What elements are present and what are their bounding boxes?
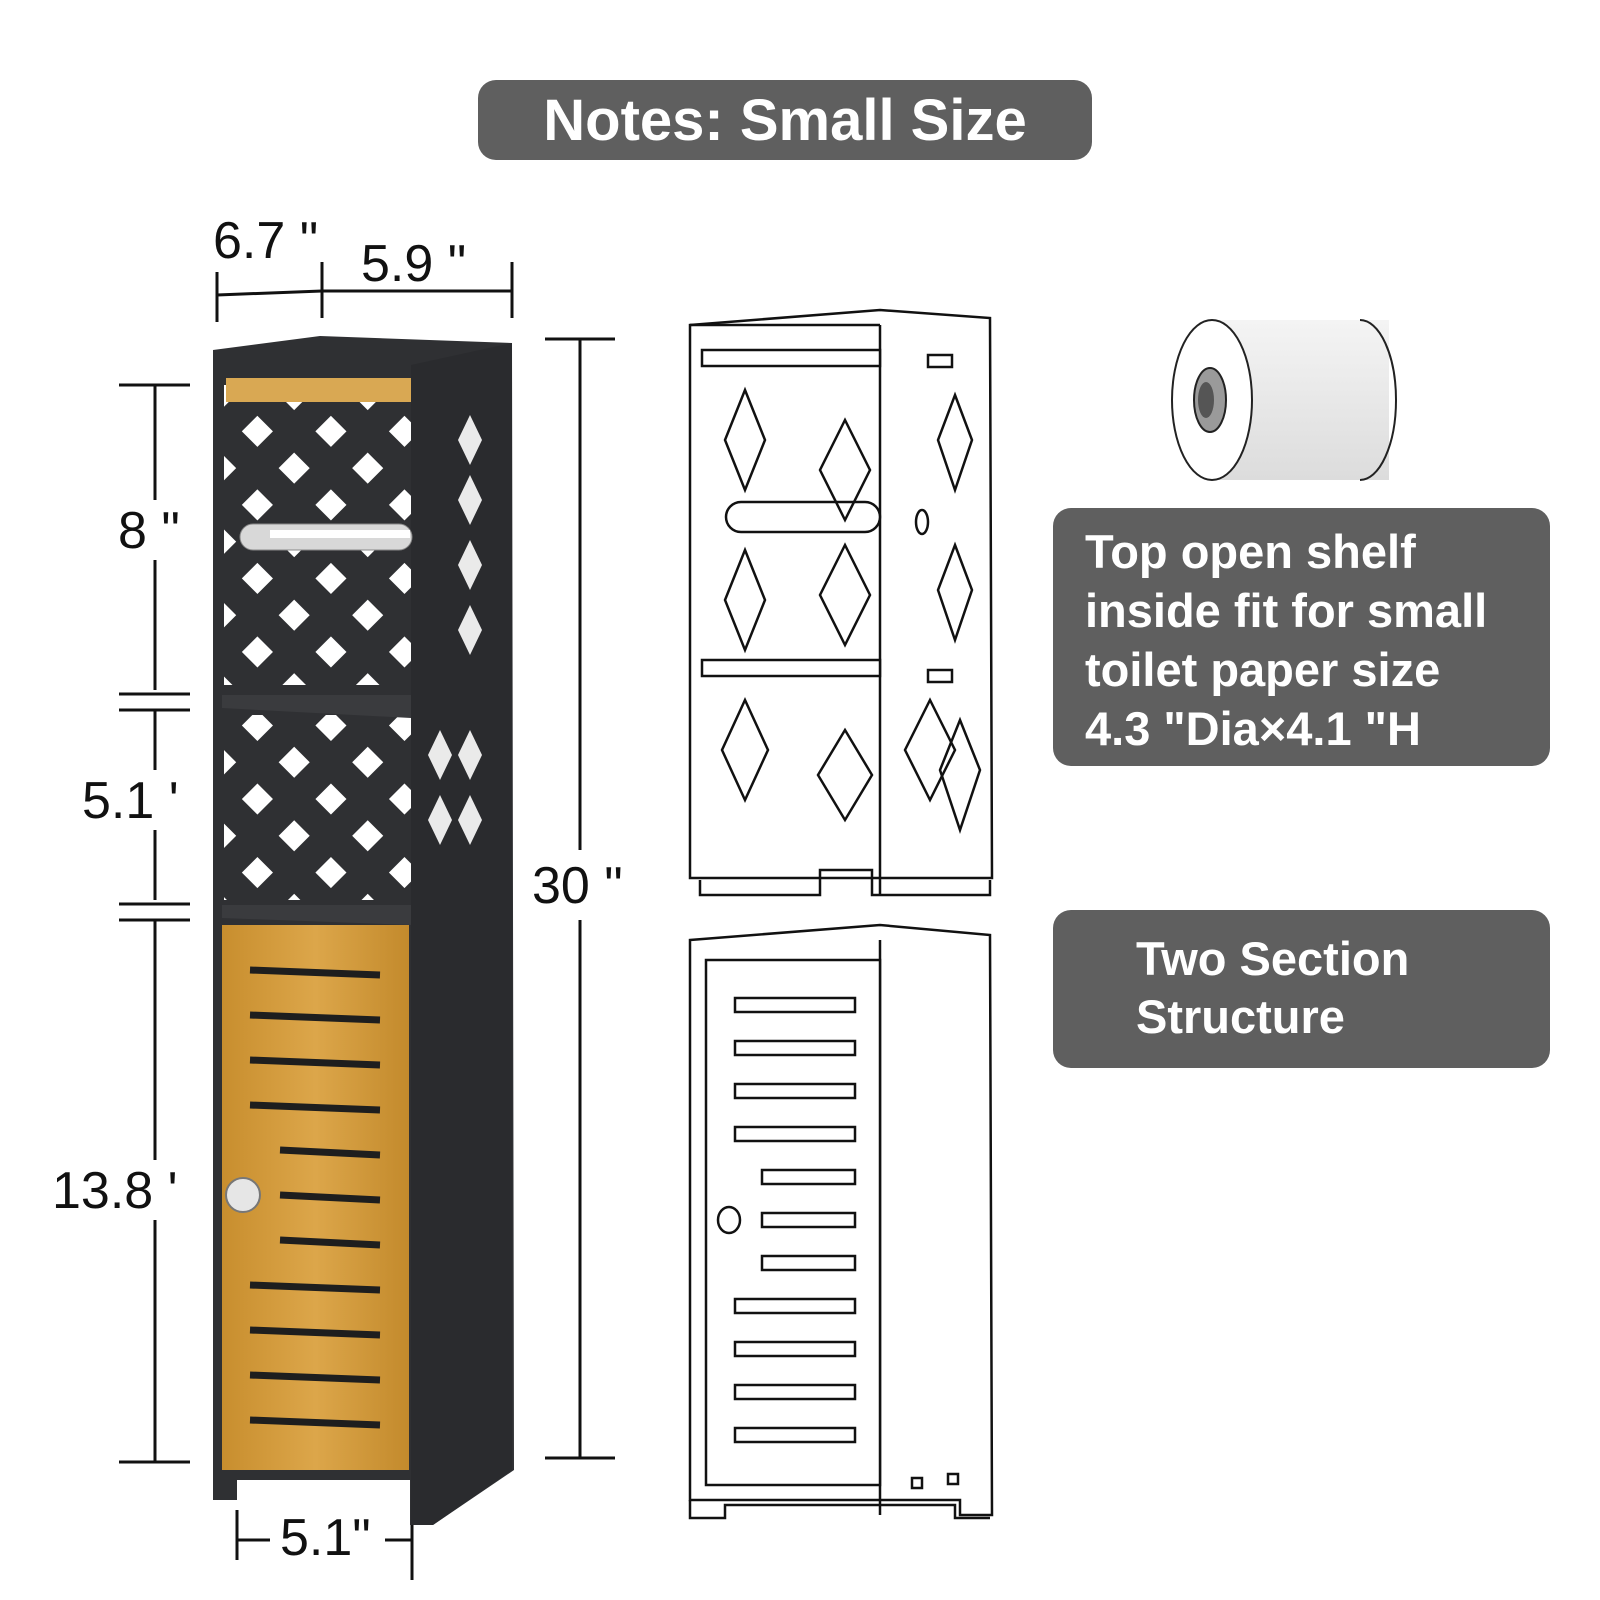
dim-middle-section: 5.1 ': [82, 772, 179, 830]
shelf-info-line: Top open shelf: [1085, 525, 1416, 578]
shelf-info-box: Top open shelf inside fit for small toil…: [1053, 508, 1550, 766]
structure-info-box: Two Section Structure: [1053, 910, 1550, 1068]
toilet-roll-icon: [1171, 319, 1397, 481]
cabinet-photo: [213, 336, 514, 1525]
shelf-info-line: inside fit for small: [1085, 584, 1488, 637]
structure-info-line: Structure: [1136, 990, 1345, 1043]
dim-top-section: 8 ": [118, 502, 180, 560]
dim-total-height: 30 ": [532, 857, 623, 915]
dim-bottom-section: 13.8 ': [52, 1162, 178, 1220]
dim-depth: 6.7 ": [213, 212, 319, 270]
bottom-section-drawing: [688, 923, 994, 1520]
title-text: Notes: Small Size: [543, 87, 1027, 153]
dim-base-width: 5.1": [280, 1509, 371, 1567]
dim-width: 5.9 ": [361, 235, 467, 293]
shelf-info-line: 4.3 "Dia×4.1 "H: [1085, 702, 1421, 755]
shelf-info-line: toilet paper size: [1085, 643, 1441, 696]
top-section-drawing: [688, 308, 994, 897]
title-badge: Notes: Small Size: [478, 80, 1092, 160]
structure-info-line: Two Section: [1136, 932, 1410, 985]
dimension-lines: [119, 262, 615, 1580]
